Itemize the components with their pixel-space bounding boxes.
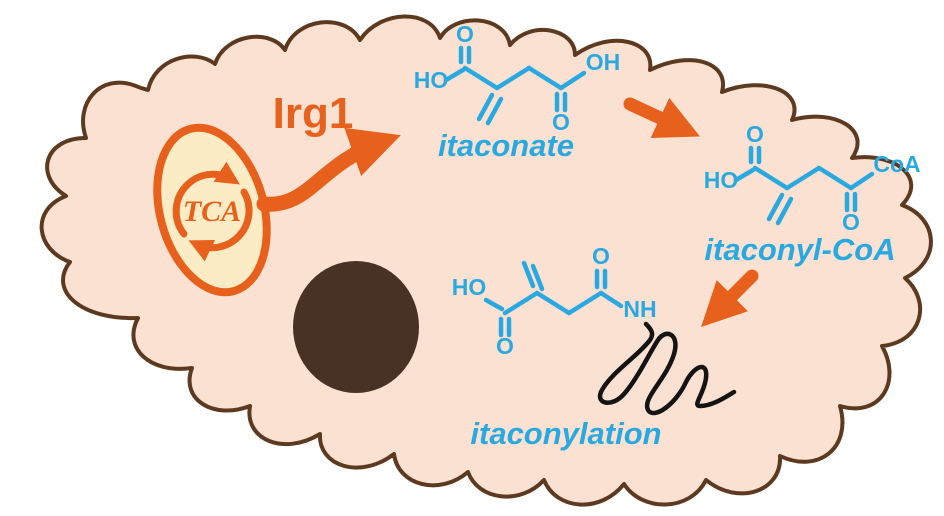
bond bbox=[521, 260, 536, 289]
atom-ho: HO bbox=[452, 274, 487, 300]
bond bbox=[775, 196, 794, 226]
atom-ho: HO bbox=[704, 167, 739, 193]
protein-squiggle bbox=[597, 321, 737, 416]
bond bbox=[485, 96, 504, 126]
itaconylation-structure: HO O O NH itaconylation bbox=[452, 243, 737, 451]
bond bbox=[784, 165, 822, 191]
bond bbox=[566, 290, 604, 316]
atom-ho: HO bbox=[414, 67, 449, 93]
irg1-enzyme-label: Irg1 bbox=[273, 89, 354, 138]
arrow-itaconyl-coa-to-itaconylation bbox=[701, 269, 759, 327]
atom-o-bottom: O bbox=[552, 109, 570, 135]
atom-o-bottom: O bbox=[496, 333, 514, 359]
itaconyl-coa-name: itaconyl-CoA bbox=[704, 232, 895, 267]
bond bbox=[476, 92, 495, 122]
bond bbox=[483, 297, 505, 312]
bond bbox=[443, 67, 466, 83]
atom-o-top: O bbox=[456, 21, 474, 47]
itaconylation-name: itaconylation bbox=[470, 416, 661, 451]
nucleus bbox=[293, 261, 419, 393]
bond bbox=[848, 171, 875, 191]
tca-cycle-arrow-upper bbox=[172, 161, 241, 238]
bond bbox=[530, 263, 545, 292]
atom-o-top: O bbox=[746, 121, 764, 147]
bond bbox=[494, 65, 532, 91]
atom-o-bottom: O bbox=[842, 209, 860, 235]
bond bbox=[733, 167, 756, 183]
irg1-reaction-arrow bbox=[256, 127, 401, 212]
tca-cycle-arrow-lower bbox=[188, 188, 253, 262]
cell-membrane bbox=[39, 14, 933, 507]
bond bbox=[502, 290, 540, 316]
itaconyl-coa-structure: HO O O CoA itaconyl-CoA bbox=[704, 121, 921, 267]
itaconate-name: itaconate bbox=[438, 128, 574, 163]
atom-o-top: O bbox=[592, 243, 610, 269]
bond bbox=[766, 192, 785, 222]
bond bbox=[816, 165, 854, 191]
bond bbox=[752, 165, 790, 191]
bond bbox=[598, 290, 624, 309]
mitochondrion: TCA bbox=[153, 123, 271, 297]
bond bbox=[462, 65, 500, 91]
atom-coa: CoA bbox=[873, 151, 920, 177]
itaconate-structure: HO O O OH itaconate bbox=[414, 21, 621, 163]
tca-label: TCA bbox=[183, 195, 241, 228]
atom-nh: NH bbox=[623, 296, 656, 322]
arrow-itaconate-to-itaconyl-coa bbox=[623, 97, 701, 138]
bond bbox=[526, 65, 564, 91]
atom-oh: OH bbox=[586, 49, 621, 75]
bond bbox=[558, 70, 587, 91]
bond bbox=[534, 290, 572, 316]
